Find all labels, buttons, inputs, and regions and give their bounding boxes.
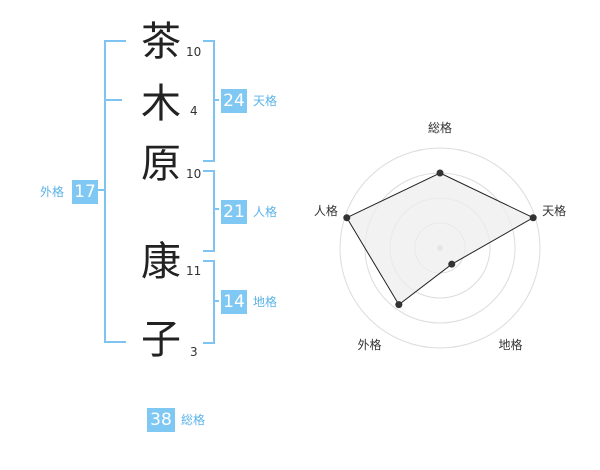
name-char-2: 木 (141, 81, 181, 127)
chikaku-value: 14 (221, 290, 247, 314)
jinkaku-label: 人格 (253, 205, 278, 219)
stroke-count-2: 4 (190, 104, 198, 118)
stroke-count-4: 11 (186, 264, 202, 278)
radar-point (529, 214, 537, 222)
gaikaku-bracket-tick (98, 189, 104, 191)
radar-ring (339, 147, 541, 349)
radar-axis-label: 地格 (499, 337, 523, 352)
chikaku-bracket-tick (213, 300, 219, 302)
name-char-4: 康 (141, 239, 181, 285)
name-char-5: 子 (141, 317, 181, 363)
radar-polygon (346, 172, 535, 306)
jinkaku-bracket (203, 170, 215, 252)
radar-axis-label: 人格 (314, 203, 338, 218)
stroke-count-5: 3 (190, 345, 198, 359)
stroke-count-1: 10 (186, 45, 202, 59)
gaikaku-bracket (104, 40, 126, 343)
jinkaku-bracket-tick (213, 208, 219, 210)
radar-point (448, 260, 456, 268)
tenkaku-bracket (203, 40, 215, 162)
radar-axis-label: 外格 (357, 337, 381, 352)
name-char-3: 原 (141, 141, 181, 187)
tenkaku-bracket-tick (213, 99, 219, 101)
tenkaku-label: 天格 (253, 94, 278, 108)
radar-point (395, 301, 403, 309)
soukaku-value: 38 (147, 408, 175, 432)
name-char-1: 茶 (141, 19, 181, 65)
chikaku-bracket (203, 260, 215, 344)
radar-axis-label: 天格 (542, 203, 566, 218)
soukaku-label: 総格 (181, 413, 206, 427)
gaikaku-value: 17 (72, 180, 98, 204)
radar-point (343, 214, 351, 222)
radar-point (436, 169, 444, 177)
stroke-count-3: 10 (186, 167, 202, 181)
radar-axis-label: 総格 (428, 120, 452, 135)
tenkaku-bracket-inner (104, 99, 122, 101)
chikaku-label: 地格 (253, 295, 278, 309)
gaikaku-label: 外格 (40, 185, 65, 199)
tenkaku-value: 24 (221, 89, 247, 113)
jinkaku-value: 21 (221, 200, 247, 224)
